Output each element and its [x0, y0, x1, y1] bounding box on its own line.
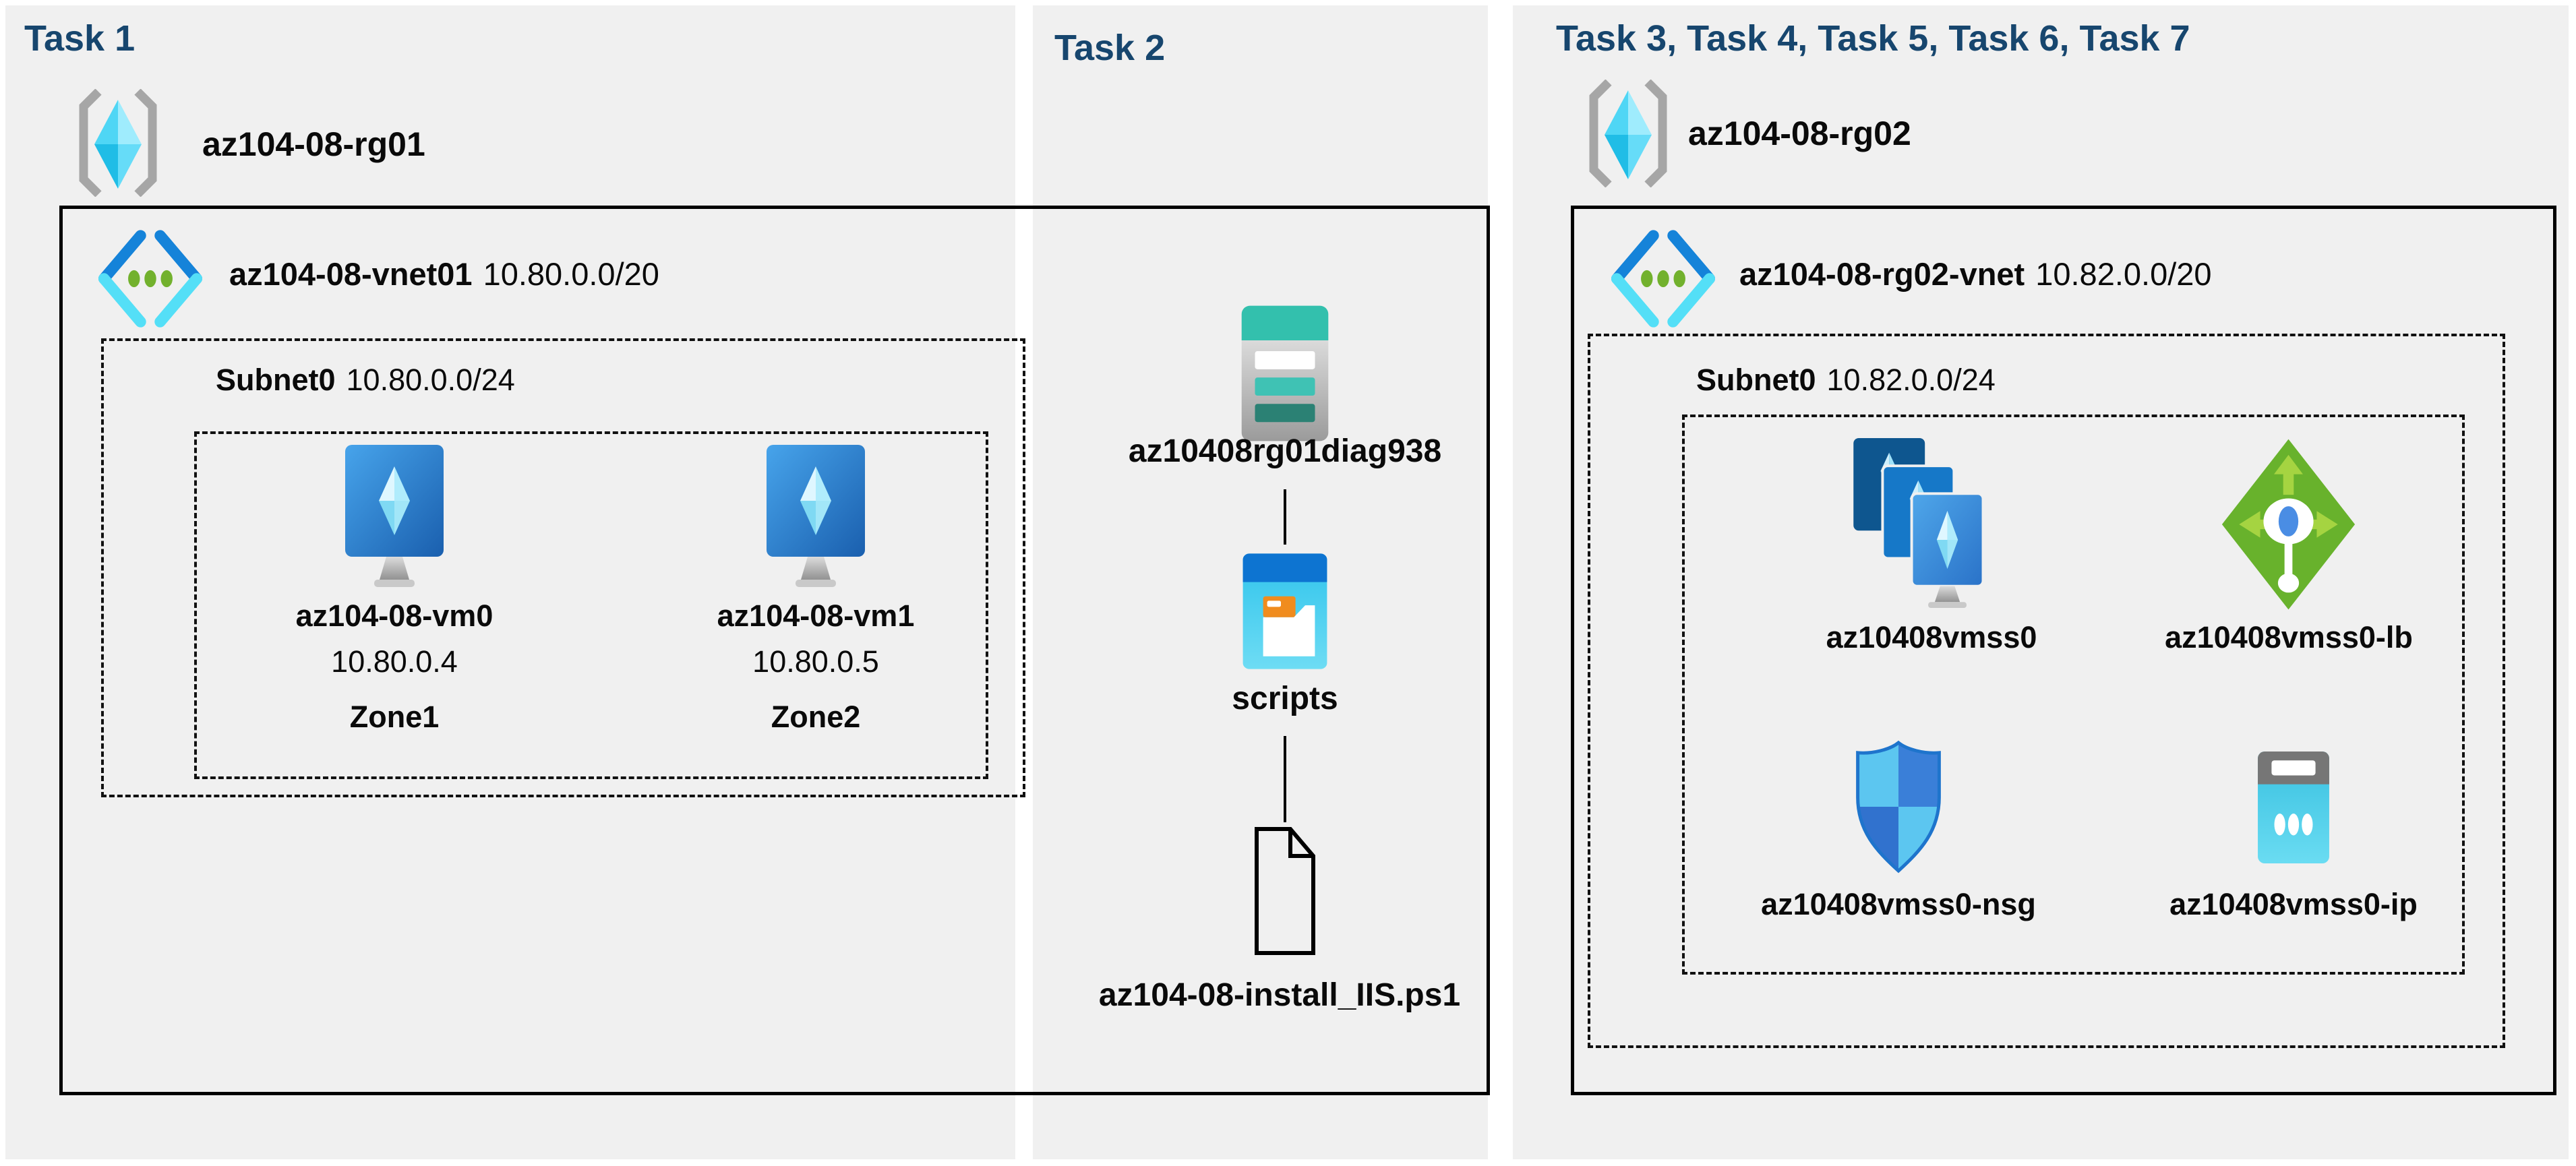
subnet1-label: Subnet0 10.80.0.0/24 [216, 364, 515, 396]
vnet2-cidr: 10.82.0.0/20 [2035, 256, 2212, 292]
task1-title: Task 1 [24, 18, 136, 59]
subnet1-name: Subnet0 [216, 363, 336, 397]
virtual-machine-icon [767, 445, 865, 587]
vm1-zone: Zone2 [771, 700, 861, 734]
subnet1-box [101, 338, 1025, 797]
vm-scale-set-icon [1853, 437, 1985, 609]
vnet2-boundary-box [1571, 206, 2556, 1095]
vnet2-name: az104-08-rg02-vnet [1739, 256, 2025, 292]
subnet2-label: Subnet0 10.82.0.0/24 [1696, 364, 1996, 396]
vmss-group-box [1682, 415, 2465, 975]
resource-group-2-name: az104-08-rg02 [1688, 115, 1911, 152]
vm1-ip: 10.80.0.5 [752, 644, 879, 679]
vm0-zone: Zone1 [349, 700, 440, 734]
panel-task1 [5, 5, 1015, 1159]
task3-7-title: Task 3, Task 4, Task 5, Task 6, Task 7 [1556, 18, 2190, 59]
script-file-icon [1255, 827, 1315, 955]
nsg-name: az10408vmss0-nsg [1761, 887, 2036, 921]
scripts-container-name: scripts [1232, 681, 1338, 716]
subnet2-cidr: 10.82.0.0/24 [1826, 363, 1996, 397]
network-security-group-icon [1856, 740, 1941, 873]
resource-group-1-name: az104-08-rg01 [202, 125, 425, 163]
vm1-name: az104-08-vm1 [717, 599, 915, 633]
vm0-ip: 10.80.0.4 [331, 644, 458, 679]
panel-task3-7 [1513, 5, 2569, 1159]
storage-account-name: az10408rg01diag938 [1128, 433, 1442, 469]
subnet2-name: Subnet0 [1696, 363, 1816, 397]
virtual-machine-icon [345, 445, 444, 587]
vnet1-name: az104-08-vnet01 [229, 256, 473, 292]
connector-storage-to-scripts [1284, 489, 1286, 545]
vnet1-cidr: 10.80.0.0/20 [483, 256, 659, 292]
storage-account-icon [1241, 305, 1329, 441]
vnet2-label: az104-08-rg02-vnet 10.82.0.0/20 [1739, 257, 2212, 290]
task2-title: Task 2 [1054, 28, 1166, 68]
subnet1-cidr: 10.80.0.0/24 [346, 363, 515, 397]
resource-group-icon [79, 89, 157, 197]
vnet1-boundary-box [59, 206, 1490, 1095]
public-ip-icon [2258, 751, 2329, 863]
virtual-network-icon [98, 230, 203, 328]
script-file-name: az104-08-install_IIS.ps1 [1098, 977, 1461, 1013]
vm0-name: az104-08-vm0 [295, 599, 493, 633]
vmss-name: az10408vmss0 [1826, 620, 2037, 654]
subnet2-box [1588, 334, 2505, 1048]
vm-group-box [194, 431, 988, 779]
connector-scripts-to-file [1284, 736, 1286, 822]
vnet1-label: az104-08-vnet01 10.80.0.0/20 [229, 257, 659, 290]
load-balancer-icon [2221, 439, 2356, 610]
public-ip-name: az10408vmss0-ip [2169, 887, 2418, 921]
resource-group-icon [1589, 80, 1667, 187]
virtual-network-icon [1611, 230, 1716, 328]
load-balancer-name: az10408vmss0-lb [2165, 620, 2413, 654]
blob-container-icon [1242, 553, 1327, 669]
